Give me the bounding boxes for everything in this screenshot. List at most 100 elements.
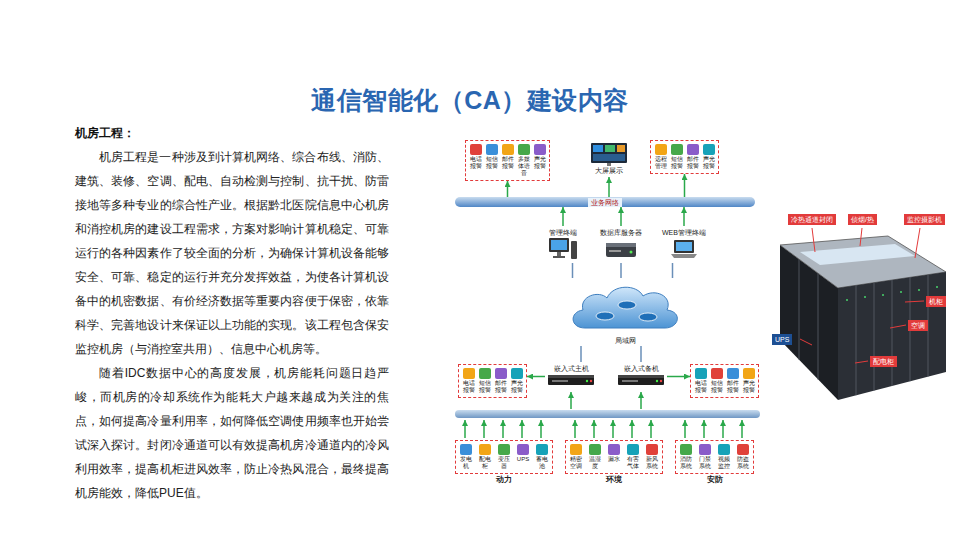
device-icon	[646, 444, 658, 455]
leader-line	[855, 361, 868, 363]
device-label: 邮件报警	[501, 156, 514, 170]
device-icon	[608, 444, 620, 455]
device-item: 邮件报警	[726, 368, 739, 394]
screen-icon-part-part	[593, 145, 603, 152]
device-item: 远程管理	[654, 144, 667, 170]
device-item: 发电机	[459, 444, 473, 470]
device-icon	[718, 444, 730, 455]
aisle-roof	[800, 244, 915, 265]
cloud-shape-part-part	[618, 301, 636, 309]
callout-label: 机柜	[929, 298, 943, 305]
bus-arrow	[741, 420, 743, 438]
body-paragraph: 机房工程是一种涉及到计算机网络、综合布线、消防、建筑、装修、空调、配电、自动检测…	[75, 145, 389, 361]
device-label: 电话报警	[469, 156, 482, 170]
alarm-group-box: 电话报警短信报警邮件报警多媒体语音声光报警	[465, 140, 550, 181]
device-item: 有害气体	[626, 444, 640, 470]
network-band: 业务网络	[455, 197, 755, 207]
device-item: 电话报警	[694, 368, 707, 394]
terminal-icon-part-part	[606, 243, 636, 257]
rack-lights	[846, 286, 938, 301]
device-label: 漏水	[608, 456, 620, 463]
screen-label: 大屏展示	[595, 166, 623, 175]
terminal-icon-part-part	[676, 242, 692, 251]
screen-icon-part	[590, 142, 628, 166]
alarm-group-box: 电话报警短信报警邮件报警声光报警	[690, 364, 759, 398]
device-icon	[655, 144, 667, 155]
device-icon	[536, 444, 548, 455]
device-item: 声光报警	[510, 368, 523, 394]
host-icon	[617, 373, 665, 387]
cloud-shape-part	[565, 278, 685, 334]
device-item: 邮件报警	[686, 144, 699, 170]
connector	[620, 207, 622, 226]
device-item: 温湿度	[588, 444, 602, 470]
callout-tag: 机柜	[926, 296, 946, 307]
callout-label: UPS	[775, 336, 789, 343]
connector	[572, 263, 574, 278]
callout-label: 监控摄影机	[907, 216, 942, 223]
device-icon	[479, 444, 491, 455]
device-label: 声光报警	[510, 380, 523, 394]
display-screen: 大屏展示	[588, 140, 630, 177]
rack-light	[936, 286, 938, 288]
device-icon	[460, 444, 472, 455]
device-group-box: 发电机配电柜变压器UPS蓄电池	[455, 440, 553, 474]
terminal-icon-part-part	[557, 252, 561, 256]
leader-line	[915, 228, 920, 258]
rack-doors	[799, 259, 928, 395]
device-item: 视频监控	[717, 444, 731, 470]
device-item: 短信报警	[710, 368, 723, 394]
device-icon	[498, 444, 510, 455]
device-label: 电话报警	[694, 380, 707, 394]
device-item: 漏水	[607, 444, 621, 463]
device-label: 电话报警	[462, 380, 475, 394]
terminal-icon-part-part	[609, 250, 621, 252]
body-paragraph: 随着IDC数据中心的高度发展，机房能耗问题日趋严峻，而机房的冷却系统作为能耗大户…	[75, 361, 389, 505]
device-icon	[680, 444, 692, 455]
terminal-icon-part-part	[571, 241, 577, 259]
leader-line	[800, 339, 812, 345]
slide-title: 通信智能化（CA）建设内容	[0, 84, 940, 116]
bus-arrow	[631, 420, 633, 438]
terminal-label: 数据库服务器	[600, 228, 642, 237]
device-item: 新风系统	[645, 444, 659, 470]
device-item: 声光报警	[742, 368, 755, 394]
band-label: 业务网络	[588, 198, 622, 207]
device-item: 电话报警	[462, 368, 475, 394]
device-item: 邮件报警	[494, 368, 507, 394]
device-label: 有害气体	[626, 456, 640, 470]
device-label: 新风系统	[645, 456, 659, 470]
device-label: 消防系统	[679, 456, 693, 470]
device-label: 声光报警	[702, 156, 715, 170]
device-icon	[534, 144, 546, 155]
device-item: 配电柜	[478, 444, 492, 470]
device-group: 精密空调温湿度漏水有害气体新风系统环境	[565, 440, 663, 485]
connector	[527, 376, 545, 378]
device-icon	[737, 444, 749, 455]
terminal: WEB管理终端	[660, 226, 708, 263]
bus-arrow	[483, 420, 485, 438]
device-label: 邮件报警	[494, 380, 507, 394]
callout-label: 冷热通道封闭	[791, 216, 833, 223]
bus-arrow	[502, 420, 504, 438]
host-icon-part-part	[548, 375, 594, 378]
bus-arrow	[593, 420, 595, 438]
bus-arrow	[640, 392, 642, 409]
bus-arrow	[464, 420, 466, 438]
device-icon	[687, 144, 699, 155]
rack-light	[900, 291, 902, 293]
host-icon-part-part	[586, 380, 588, 382]
terminal-icon-part	[669, 237, 699, 261]
terminal: 数据库服务器	[598, 226, 644, 263]
device-item: 短信报警	[670, 144, 683, 170]
device-item: 短信报警	[485, 144, 498, 170]
device-item: 精密空调	[569, 444, 583, 470]
device-item: 消防系统	[679, 444, 693, 470]
terminal: 管理终端	[546, 226, 580, 263]
device-label: 邮件报警	[726, 380, 739, 394]
bus-arrow	[703, 420, 705, 438]
device-icon	[695, 368, 707, 379]
connector	[562, 207, 564, 226]
leader-line	[812, 228, 815, 252]
device-icon	[470, 144, 482, 155]
